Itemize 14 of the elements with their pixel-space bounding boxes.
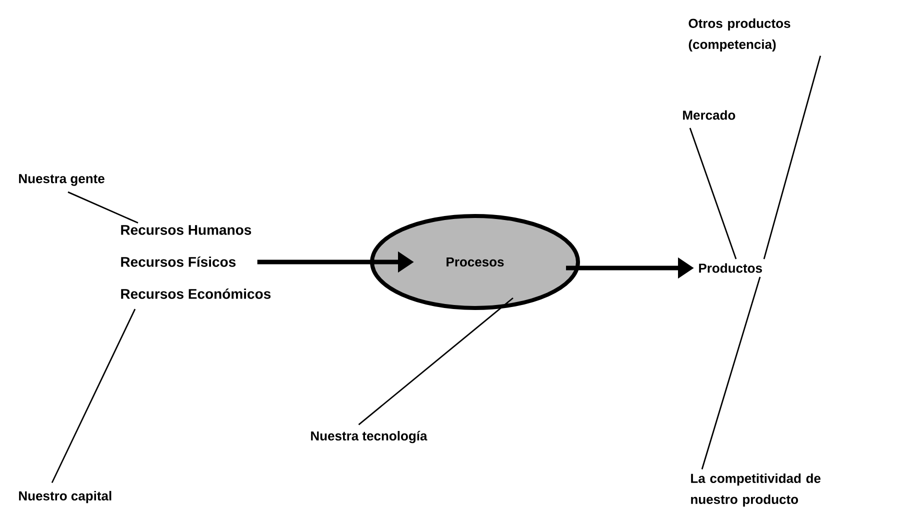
leader-line (763, 56, 822, 260)
leader-line (68, 191, 138, 224)
leader-line (358, 297, 514, 426)
leader-line (51, 308, 136, 484)
leader-text: Nuestro capital (19, 490, 112, 504)
leader-text: Otros productos (competencia) (688, 18, 790, 52)
leader-line (701, 276, 761, 470)
leader-text: Mercado (683, 110, 736, 120)
leader-text: Nuestra gente (19, 174, 104, 186)
leader-text: La competitividad de nuestro producto (691, 473, 821, 507)
product-label: Productos (699, 263, 762, 273)
leader-line (689, 128, 737, 260)
leader-text: Nuestra tecnología (311, 430, 428, 444)
resource-list: Recursos Humanos Recursos Físicos Recursos Económicos (121, 225, 271, 299)
